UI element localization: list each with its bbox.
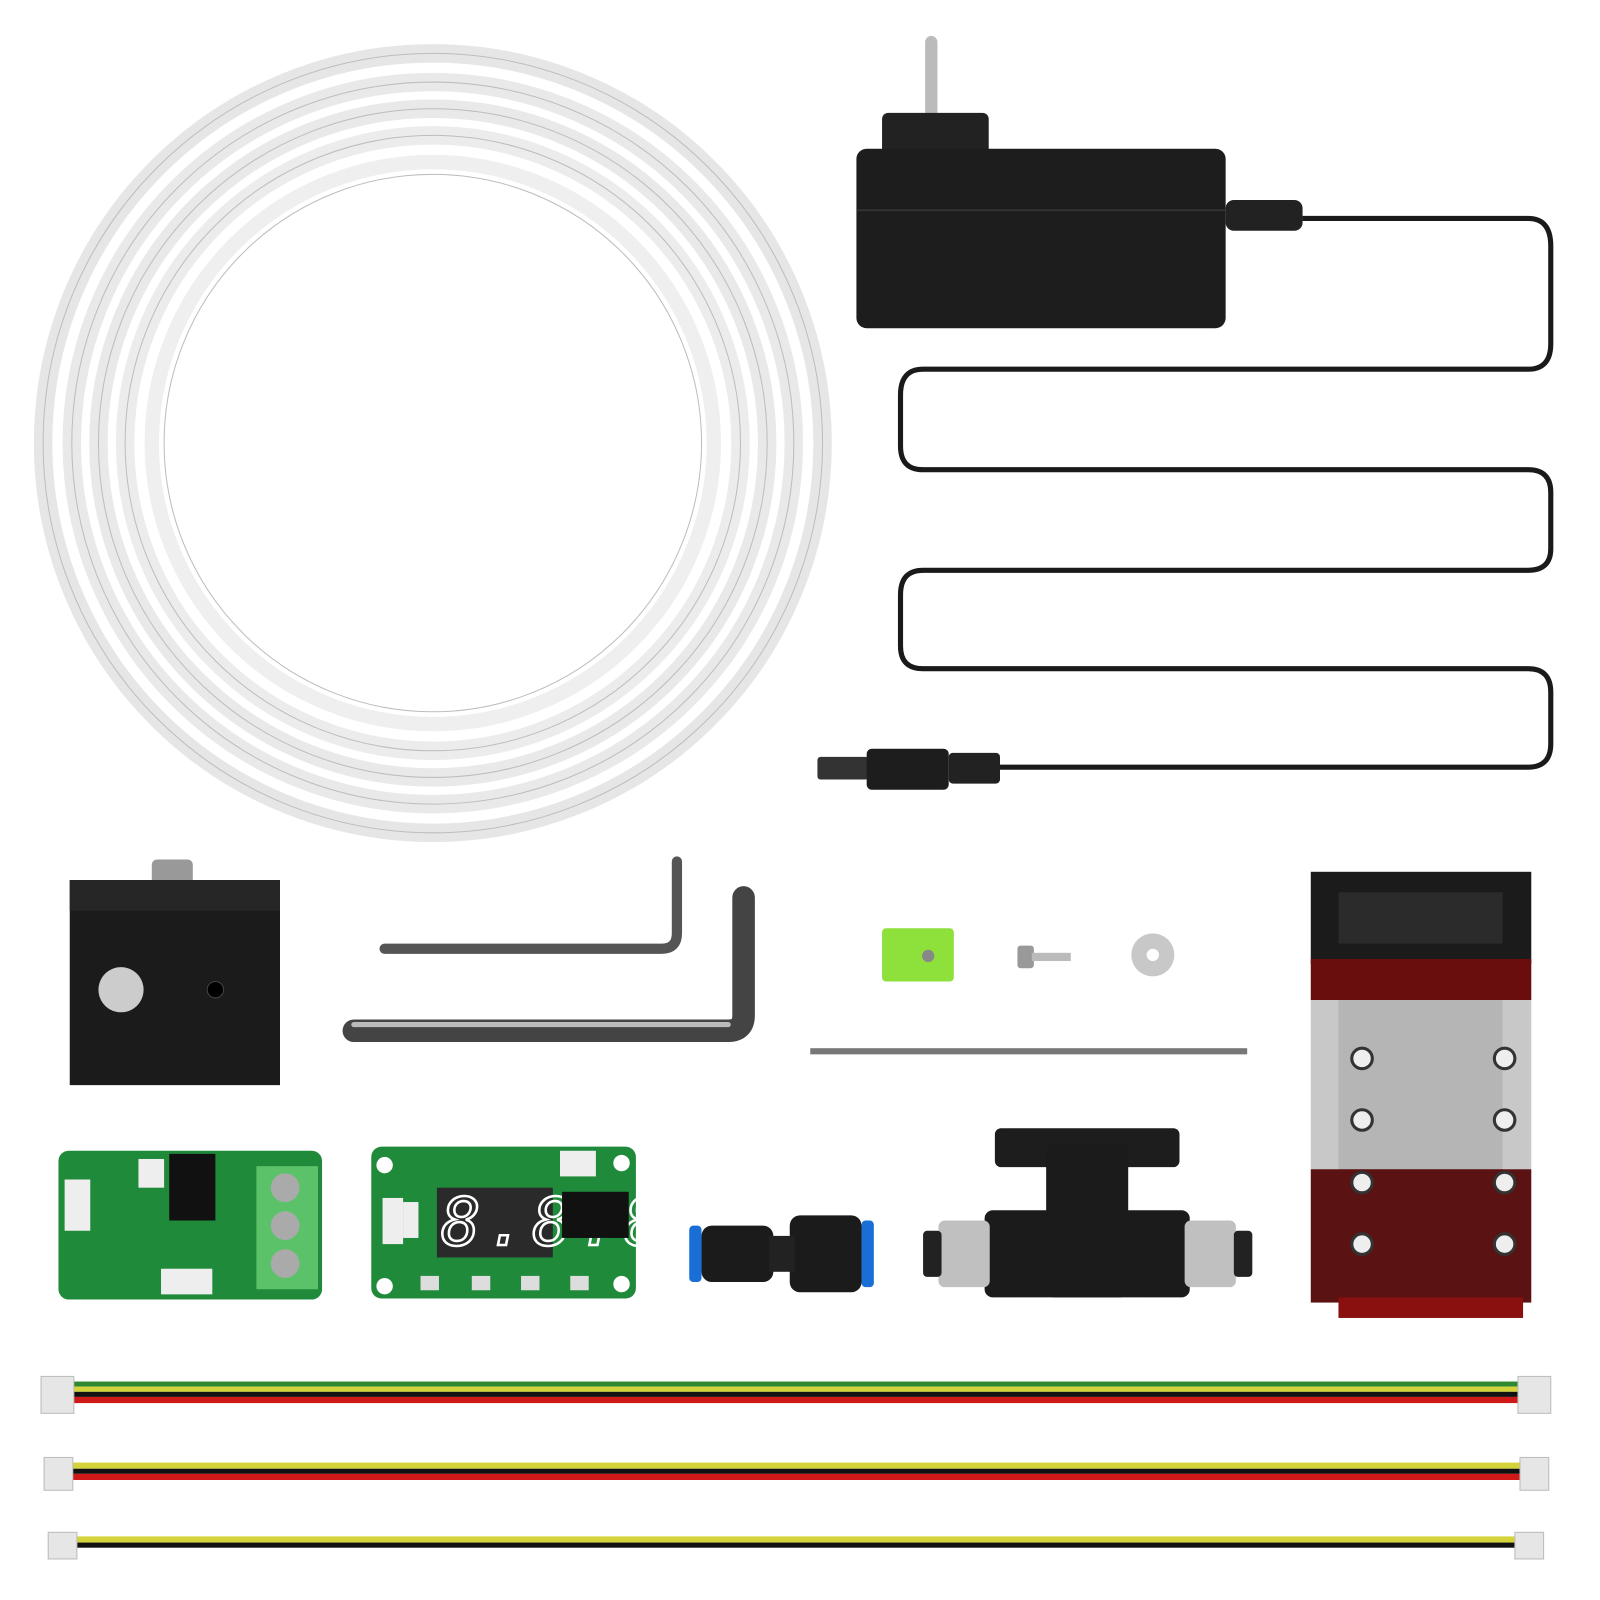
green-pad xyxy=(882,928,954,982)
dc-plug xyxy=(817,748,1000,790)
laser-module xyxy=(1310,871,1532,1318)
air-tube-coil xyxy=(33,44,832,843)
cable-3-wire xyxy=(43,1456,1550,1491)
cable-2-wire xyxy=(47,1531,1545,1560)
rod xyxy=(810,1048,1248,1055)
tube-coupler xyxy=(689,1215,874,1293)
cable-4-wire xyxy=(40,1375,1552,1414)
hex-keys xyxy=(342,856,755,1043)
mount-block xyxy=(69,859,280,1086)
power-adapter xyxy=(856,35,1554,770)
terminal-pcb xyxy=(58,1150,323,1300)
screw xyxy=(1017,945,1071,969)
washer xyxy=(1131,933,1175,977)
display-pcb: 8.8.8. xyxy=(371,1146,710,1299)
ball-valve xyxy=(923,1128,1253,1298)
